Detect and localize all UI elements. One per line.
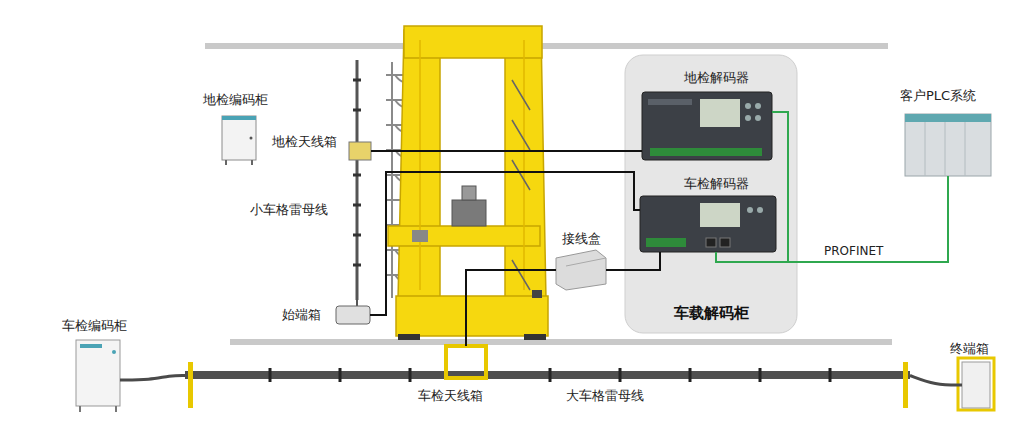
encoder-cabinet: 地检编码柜: [222, 116, 256, 160]
gray-bus: 大车格雷母线: [185, 371, 910, 380]
decoder-panel: 车载解码柜 地检解码器车检解码器: [625, 55, 797, 333]
long-bus: [185, 362, 910, 408]
decoder-unit: 车检解码器: [640, 196, 776, 252]
rail: [230, 339, 892, 345]
wire: [371, 150, 642, 152]
device-label: 地检解码器: [684, 70, 749, 86]
antenna-box: 地检天线箱: [349, 142, 371, 160]
start-box-shape: [336, 306, 370, 324]
device-label: 大车格雷母线: [566, 388, 644, 404]
gray-bus: 小车格雷母线: [352, 60, 362, 300]
wire: [120, 376, 185, 381]
start-box: 始端箱: [336, 306, 370, 324]
rail: [205, 43, 888, 49]
trolley-bus: [353, 60, 361, 306]
end-box-shape: [958, 358, 994, 410]
antenna-box: 车检天线箱: [446, 346, 486, 378]
device-label: 终端箱: [950, 341, 989, 357]
panel-ground: [625, 55, 797, 333]
decoder-shape: [640, 92, 776, 252]
wire: [716, 176, 948, 262]
wire: [772, 112, 948, 262]
device-label: 车检天线箱: [418, 388, 483, 404]
cabinet-shape: [222, 116, 256, 165]
device-label: 客户PLC系统: [900, 88, 976, 104]
device-label: 地检编码柜: [203, 92, 268, 108]
wire: [606, 252, 660, 270]
wire: [370, 172, 640, 315]
wire: [910, 376, 962, 386]
antenna-frame: [446, 346, 486, 378]
device-label: 车检编码柜: [62, 318, 127, 334]
plc-shape: [905, 114, 991, 176]
gantry-crane: [388, 26, 548, 336]
cabinet-shape: [76, 340, 120, 412]
device-label: 接线盒: [562, 231, 601, 247]
wire: [466, 270, 556, 346]
device-label: 地检天线箱: [272, 134, 337, 150]
junction-box: 接线盒: [556, 250, 606, 290]
decoder-unit: 地检解码器: [642, 92, 772, 160]
end-box: 终端箱: [962, 362, 990, 408]
encoder-cabinet: 车检编码柜: [76, 340, 120, 406]
antenna-box-shape: [349, 142, 371, 160]
bus-label: PROFINET: [822, 244, 885, 259]
device-label: 小车格雷母线: [250, 202, 328, 218]
crane-details: [398, 80, 546, 340]
device-label: 车检解码器: [684, 176, 749, 192]
panel-heading: 车载解码柜: [674, 304, 749, 323]
plc-system: 客户PLC系统: [905, 114, 991, 176]
junction-box-shape: [556, 250, 606, 290]
device-label: 始端箱: [282, 307, 321, 323]
